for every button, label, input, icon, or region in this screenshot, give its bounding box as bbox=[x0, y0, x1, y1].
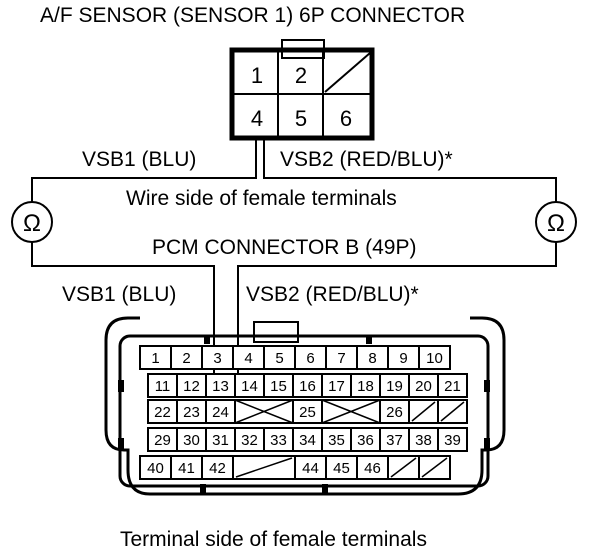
vsb2-probe-wire-top bbox=[263, 137, 557, 204]
af-connector-housing bbox=[229, 47, 375, 141]
terminal-side-label: Terminal side of female terminals bbox=[120, 528, 427, 551]
pcm-pin-label: 21 bbox=[444, 378, 461, 395]
af-empty-cavity-mark bbox=[324, 52, 371, 93]
af-pin-5: 5 bbox=[295, 106, 307, 131]
ohmmeter-right: Ω bbox=[535, 201, 577, 243]
pcm-pin-label: 46 bbox=[364, 460, 381, 477]
pcm-pin-39 bbox=[437, 427, 468, 452]
pcm-empty-cavity-mark bbox=[235, 457, 293, 478]
pcm-pin-label: 3 bbox=[213, 350, 221, 367]
pcm-pin-label: 13 bbox=[212, 378, 229, 395]
pcm-pin-label: 45 bbox=[333, 460, 350, 477]
af-connector-title: A/F SENSOR (SENSOR 1) 6P CONNECTOR bbox=[40, 4, 465, 27]
pcm-pin-label: 24 bbox=[212, 404, 229, 421]
pcm-pin-label: 38 bbox=[415, 432, 432, 449]
pcm-pin-label: 9 bbox=[399, 350, 407, 367]
pcm-pin-label: 1 bbox=[151, 350, 159, 367]
pcm-pin-label: 15 bbox=[270, 378, 287, 395]
pcm-pin-label: 40 bbox=[147, 460, 164, 477]
pcm-pin-label: 35 bbox=[328, 432, 345, 449]
pcm-pin-label: 4 bbox=[244, 350, 252, 367]
pcm-pin-label: 5 bbox=[275, 350, 283, 367]
pcm-pin-label: 23 bbox=[183, 404, 200, 421]
pcm-pin-label: 22 bbox=[154, 404, 171, 421]
pcm-empty-cavity-mark bbox=[321, 399, 381, 424]
pcm-pin-label: 25 bbox=[299, 404, 316, 421]
pcm-empty-cavity-mark bbox=[390, 457, 417, 478]
af-pin-4: 4 bbox=[251, 106, 263, 131]
vsb2-label-top: VSB2 (RED/BLU)* bbox=[280, 148, 453, 171]
pcm-pin-10 bbox=[418, 345, 451, 370]
vsb1-probe-wire-top bbox=[31, 137, 257, 204]
pcm-pin-label: 12 bbox=[183, 378, 200, 395]
pcm-pin-21 bbox=[437, 373, 468, 398]
pcm-latch bbox=[253, 321, 299, 343]
pcm-pin-label: 26 bbox=[386, 404, 403, 421]
af-pin-1: 1 bbox=[251, 63, 263, 88]
pcm-pin-label: 30 bbox=[183, 432, 200, 449]
pcm-pin-label: 36 bbox=[357, 432, 374, 449]
pcm-empty-cavity-mark bbox=[440, 401, 465, 422]
pcm-pin-label: 39 bbox=[444, 432, 461, 449]
pcm-pin-label: 37 bbox=[386, 432, 403, 449]
pcm-pin-label: 11 bbox=[155, 378, 171, 395]
pcm-pin-label: 34 bbox=[299, 432, 316, 449]
pcm-pin-label: 32 bbox=[241, 432, 258, 449]
pcm-pin-label: 18 bbox=[357, 378, 374, 395]
ohm-icon: Ω bbox=[23, 210, 41, 237]
pcm-pin-label: 17 bbox=[328, 378, 345, 395]
pcm-outer-shell bbox=[104, 316, 506, 496]
pcm-pin-label: 2 bbox=[182, 350, 190, 367]
pcm-pin-label: 6 bbox=[306, 350, 314, 367]
ohm-icon: Ω bbox=[547, 210, 565, 237]
pcm-pin-label: 44 bbox=[302, 460, 319, 477]
pcm-pin-label: 14 bbox=[241, 378, 258, 395]
vsb1-probe-wire-bottom bbox=[31, 242, 215, 374]
pcm-empty-cavity-mark bbox=[411, 401, 436, 422]
ohmmeter-left: Ω bbox=[11, 201, 53, 243]
wire-side-label: Wire side of female terminals bbox=[126, 187, 397, 210]
pcm-pin-label: 8 bbox=[368, 350, 376, 367]
pcm-pin-label: 29 bbox=[154, 432, 171, 449]
vsb1-label-top: VSB1 (BLU) bbox=[82, 148, 196, 171]
vsb1-label-bottom: VSB1 (BLU) bbox=[62, 283, 176, 306]
pcm-pin-label: 41 bbox=[178, 460, 195, 477]
pcm-pin-label: 42 bbox=[209, 460, 226, 477]
pcm-pin-label: 7 bbox=[337, 350, 345, 367]
pcm-empty-cavity-mark bbox=[421, 457, 448, 478]
af-connector: 1 2 4 5 6 bbox=[229, 39, 375, 141]
af-pin-2: 2 bbox=[295, 63, 307, 88]
pcm-pin-label: 20 bbox=[415, 378, 432, 395]
pcm-connector-title: PCM CONNECTOR B (49P) bbox=[152, 236, 416, 259]
pcm-pin-label: 10 bbox=[426, 350, 443, 367]
vsb2-probe-wire-bottom bbox=[237, 242, 557, 390]
pcm-pin-label: 16 bbox=[299, 378, 316, 395]
pcm-inner-shell bbox=[118, 334, 490, 488]
pcm-pin-label: 19 bbox=[386, 378, 403, 395]
pcm-empty-cavity-mark bbox=[234, 399, 294, 424]
vsb2-label-bottom: VSB2 (RED/BLU)* bbox=[246, 283, 419, 306]
pcm-pin-label: 31 bbox=[212, 432, 229, 449]
af-pin-6: 6 bbox=[340, 106, 352, 131]
pcm-pin-label: 33 bbox=[270, 432, 287, 449]
